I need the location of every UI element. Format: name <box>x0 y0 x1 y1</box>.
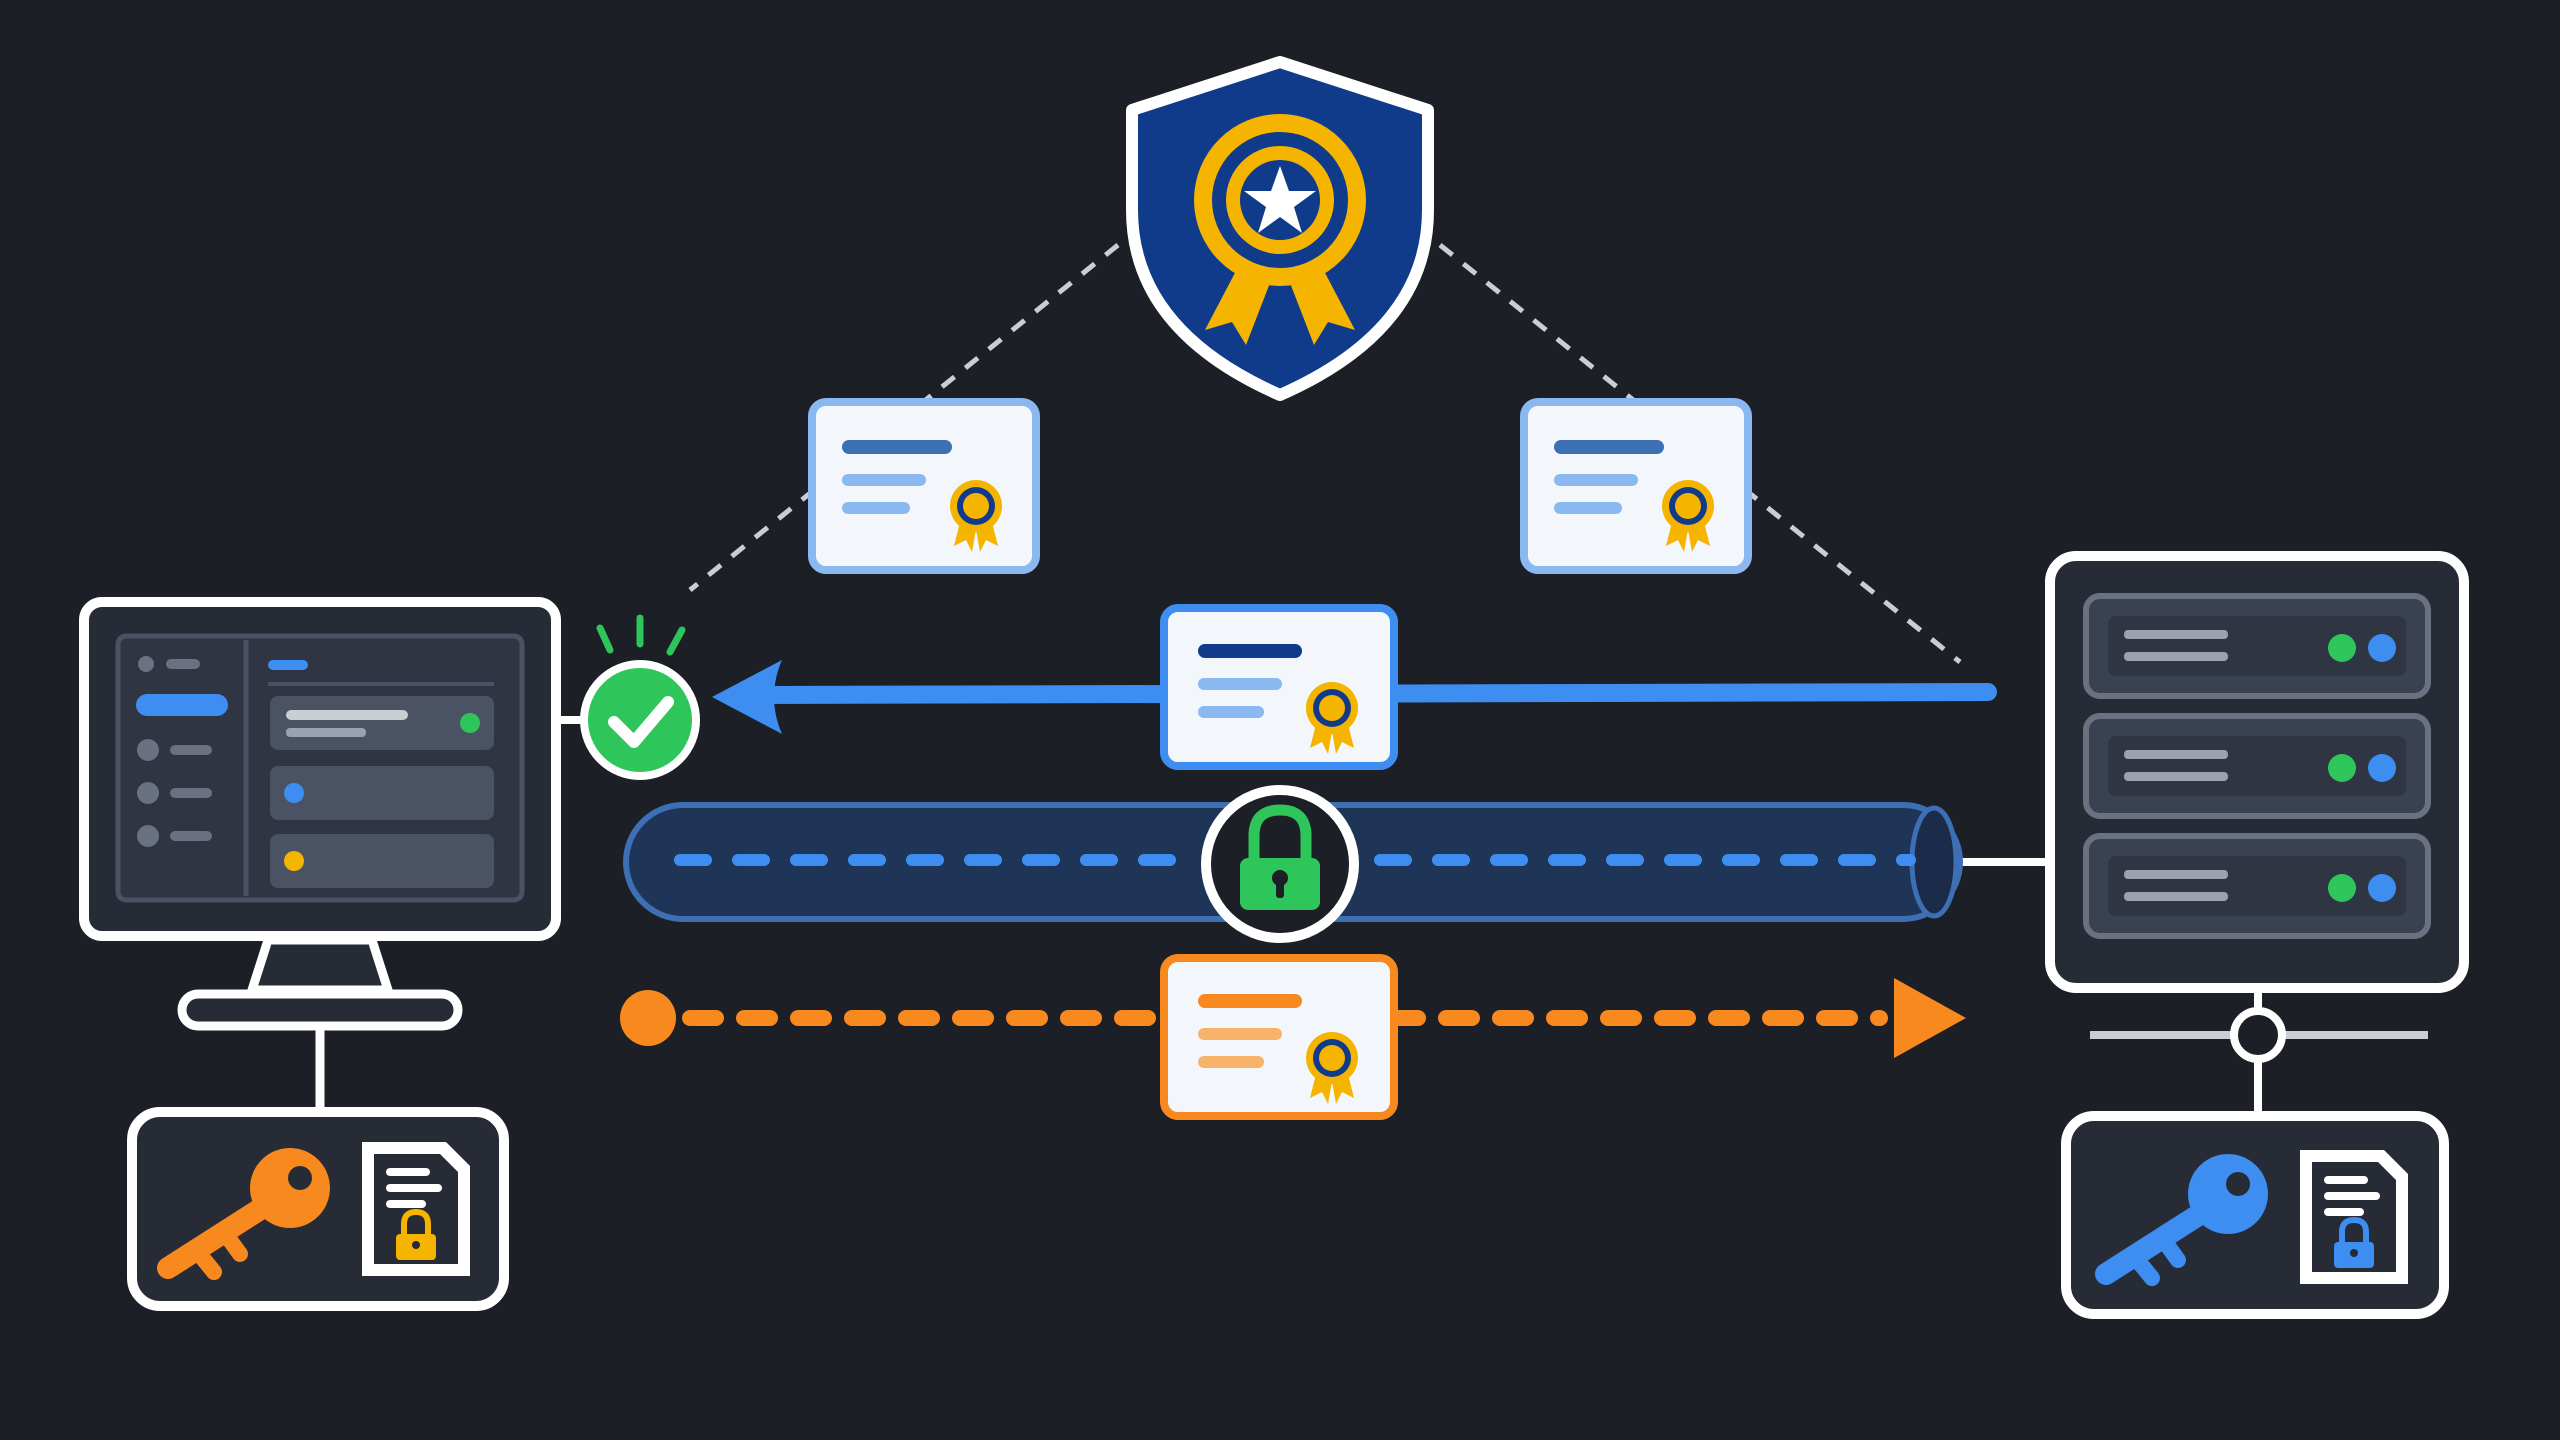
certificate-card-left <box>808 398 1040 574</box>
blue-key-and-locked-document-icon <box>2061 1111 2449 1319</box>
orange-key-icon <box>157 1148 330 1280</box>
blue-arrow-head <box>712 660 782 734</box>
shield-ribbon-star-icon <box>1126 56 1434 401</box>
certificate-authority <box>1126 56 1434 401</box>
orange-arrow-head <box>1894 978 1966 1058</box>
server-unit-3 <box>2083 833 2431 939</box>
orange-key-and-locked-document-icon <box>127 1107 509 1311</box>
client-certificate-flow <box>620 954 1966 1120</box>
network-node-icon <box>2090 990 2428 1116</box>
orange-flow-origin <box>620 990 676 1046</box>
green-check-circle-icon <box>560 614 700 780</box>
desktop-monitor-icon <box>79 597 561 1031</box>
client-computer <box>79 597 561 1311</box>
tunnel-end-right <box>1909 805 1959 919</box>
blue-key-icon <box>2095 1154 2268 1286</box>
server-unit-2 <box>2083 713 2431 819</box>
server-certificate-flow <box>712 604 1997 770</box>
server-certificate-card <box>1160 604 1398 770</box>
client-certificate-card <box>1160 954 1398 1120</box>
encrypted-tunnel <box>623 785 2050 943</box>
server <box>2045 551 2469 1319</box>
certificate-card-right <box>1520 398 1752 574</box>
locked-document-icon <box>362 1142 470 1276</box>
padlock-icon <box>1201 785 1359 943</box>
server-rack-icon <box>2045 551 2469 993</box>
server-unit-1 <box>2083 593 2431 699</box>
locked-document-icon <box>2300 1150 2408 1284</box>
